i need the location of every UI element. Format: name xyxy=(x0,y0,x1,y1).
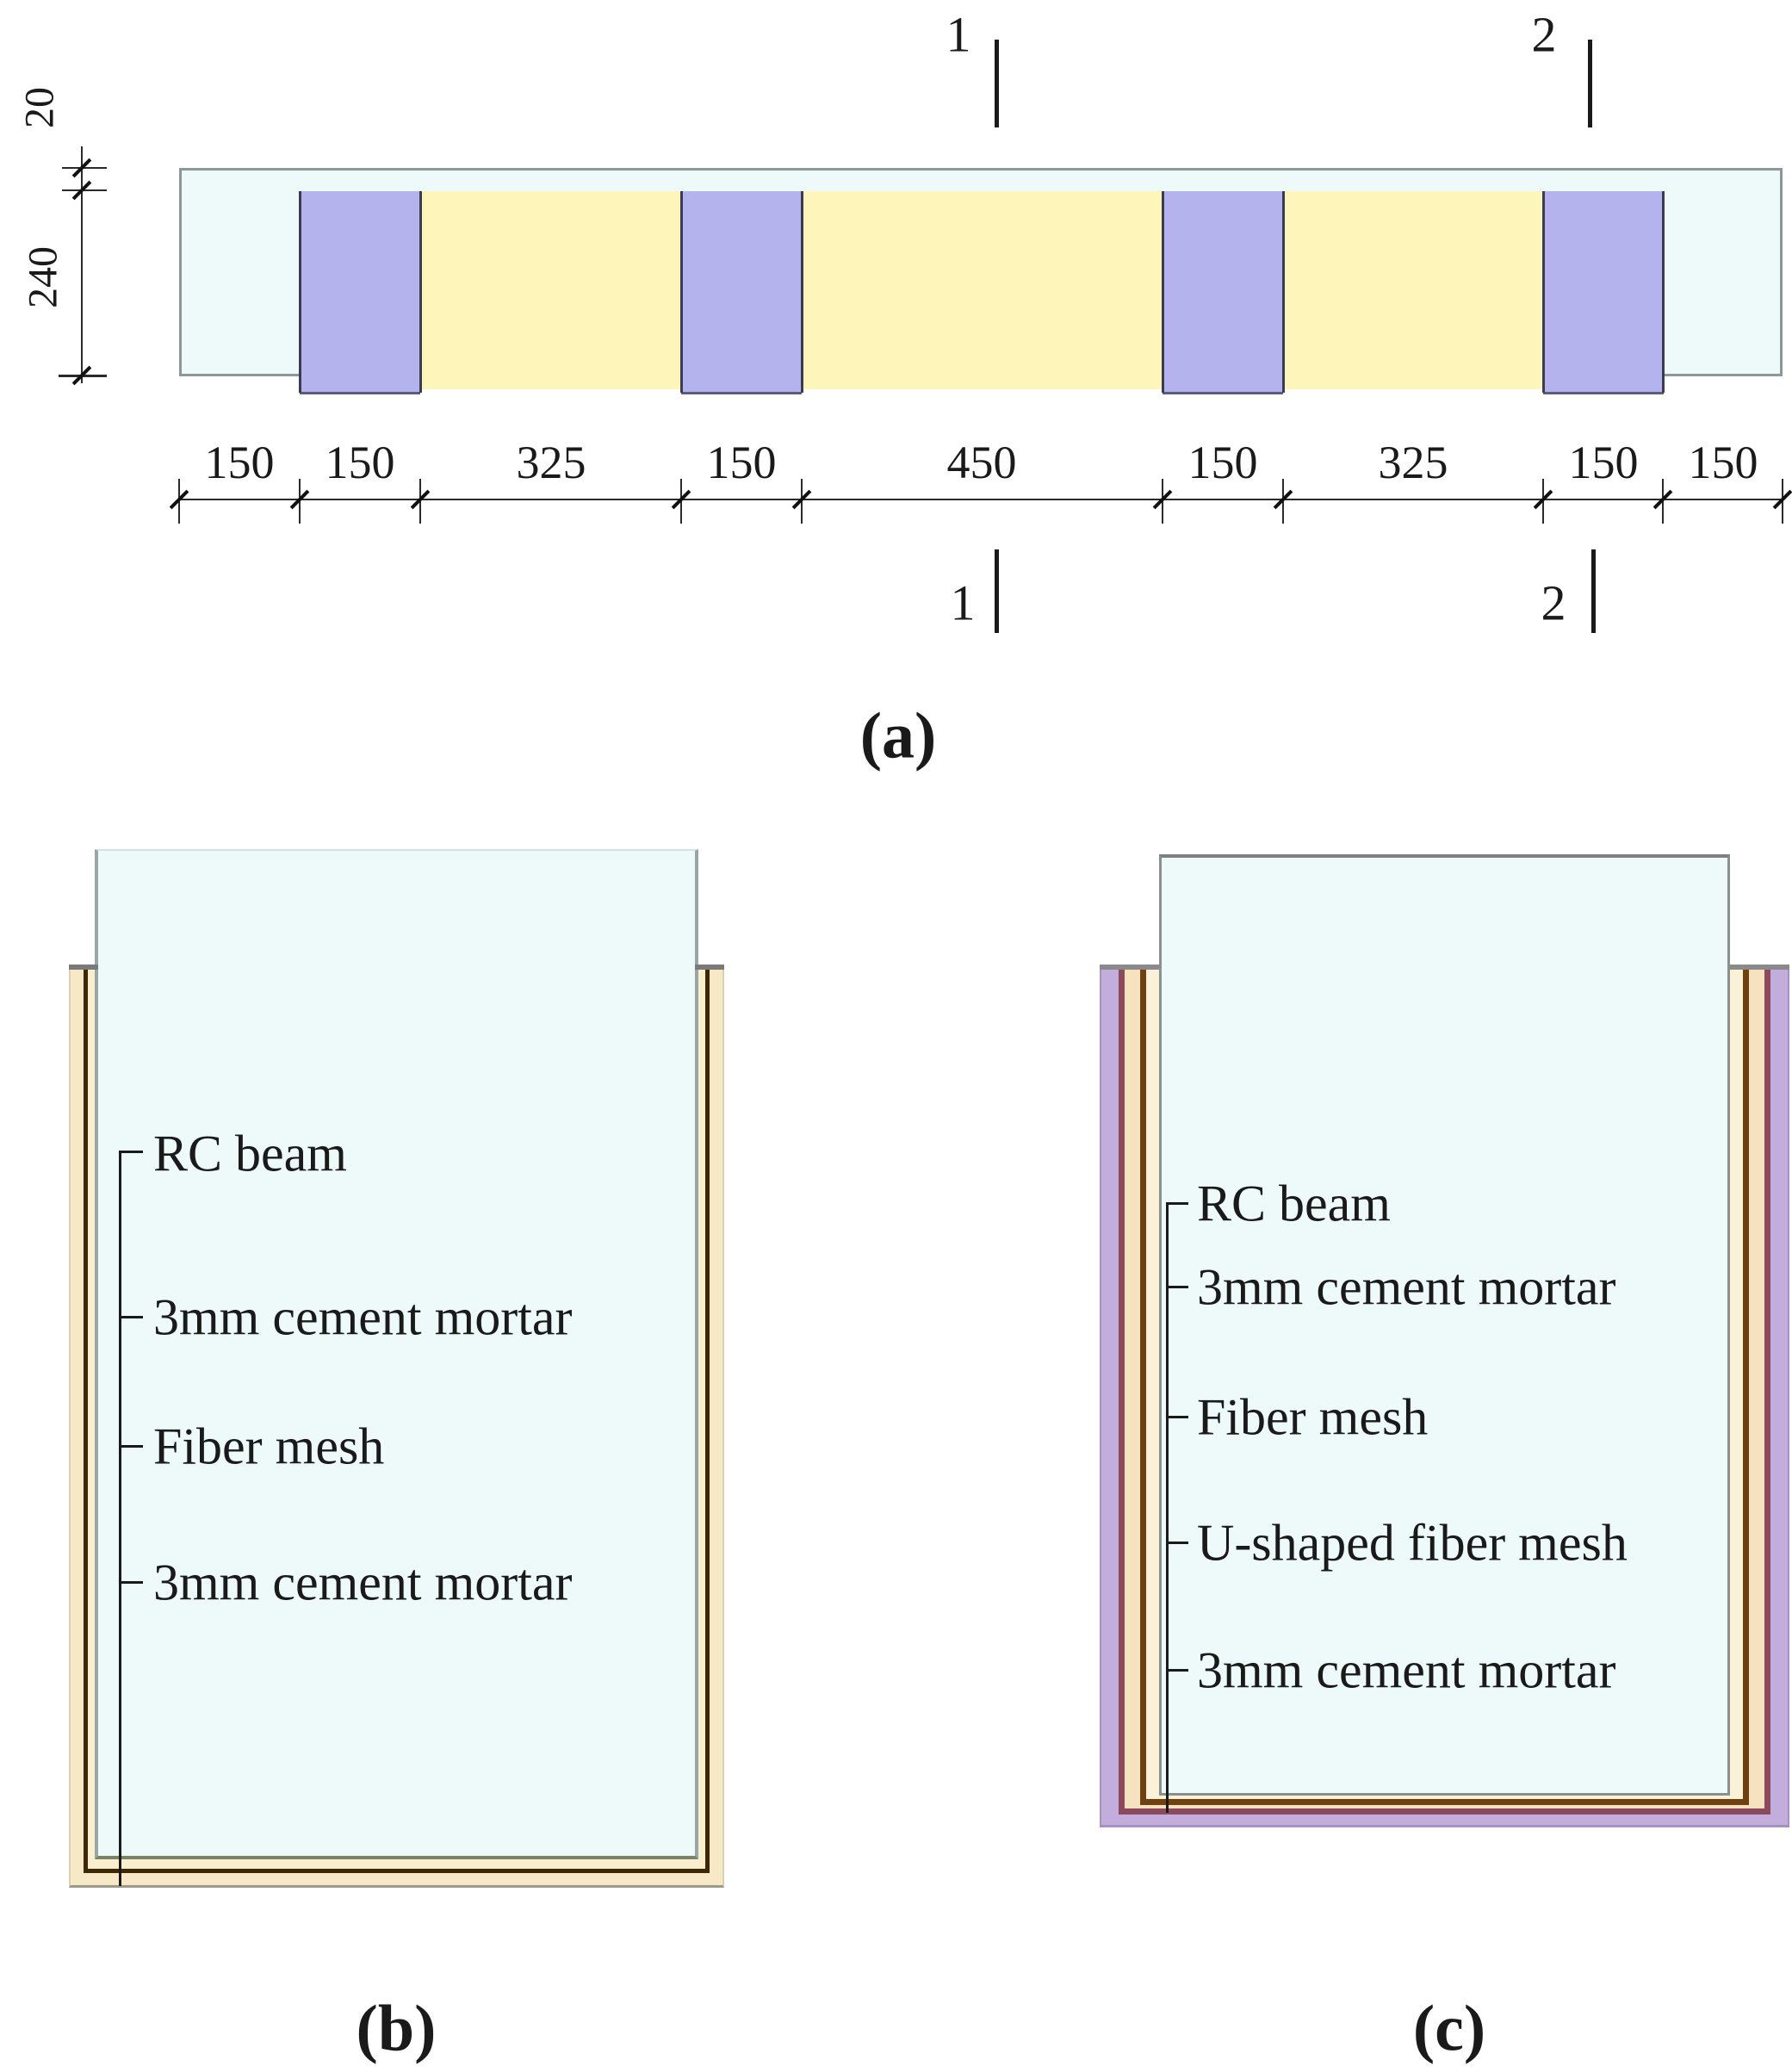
section-c-label-rc-beam: RC beam xyxy=(1197,1175,1391,1232)
dim-seg-label-1: 150 xyxy=(325,437,395,488)
block-divider xyxy=(680,191,683,393)
block-divider xyxy=(299,191,301,393)
section-c-rc-beam-body xyxy=(1159,854,1730,1796)
section-c-leader-tick xyxy=(1166,1669,1188,1672)
section-c-leader-tick xyxy=(1166,1286,1188,1288)
section-b-leader-tick xyxy=(119,1581,143,1584)
section-c-leader-tick xyxy=(1166,1202,1188,1205)
dim-seg-label-2: 325 xyxy=(516,437,586,488)
length-dim-line xyxy=(179,499,1783,500)
block-divider xyxy=(1662,191,1665,393)
panel-c-caption: (c) xyxy=(1412,1992,1486,2065)
section-b-jacket-top-cap-right xyxy=(695,965,724,970)
block-divider xyxy=(801,191,803,393)
dim-seg-label-0: 150 xyxy=(204,437,275,488)
mesh-zone-block-2 xyxy=(802,191,1163,389)
height-dim-line xyxy=(81,146,83,383)
section-b-leader-tick xyxy=(119,1445,143,1448)
height-dim-20-label: 20 xyxy=(16,87,63,128)
section-c-leader-line xyxy=(1166,1204,1169,1813)
height-dim-tick-top xyxy=(62,167,107,169)
block-divider xyxy=(1542,191,1545,393)
section-2-marker-top-label: 2 xyxy=(1531,6,1557,63)
section-c-label-fiber-mesh: Fiber mesh xyxy=(1197,1388,1429,1446)
section-c-jacket-top-cap-left xyxy=(1100,965,1159,970)
panel-b-caption: (b) xyxy=(356,1992,437,2065)
section-c-label-mortar-1: 3mm cement mortar xyxy=(1197,1258,1616,1316)
dim-seg-label-5: 150 xyxy=(1187,437,1258,488)
dim-seg-label-8: 150 xyxy=(1688,437,1758,488)
section-b-label-mortar-1: 3mm cement mortar xyxy=(153,1288,573,1346)
section-2-cut-line-bottom xyxy=(1591,549,1596,633)
u-jacket-block-3 xyxy=(1163,191,1283,394)
mesh-zone-block-3 xyxy=(1283,191,1543,389)
section-1-marker-top-label: 1 xyxy=(946,6,971,63)
section-c-leader-tick xyxy=(1166,1542,1188,1544)
mesh-zone-block-1 xyxy=(420,191,681,389)
section-b-leader-line xyxy=(119,1152,121,1886)
section-2-marker-bottom-label: 2 xyxy=(1541,574,1566,631)
section-1-cut-line-bottom xyxy=(995,549,999,633)
dim-seg-label-4: 450 xyxy=(946,437,1017,488)
u-jacket-block-4 xyxy=(1543,191,1664,394)
dim-seg-label-7: 150 xyxy=(1568,437,1639,488)
section-c-label-u-shaped-mesh: U-shaped fiber mesh xyxy=(1197,1514,1628,1572)
height-dim-240-label: 240 xyxy=(20,246,66,308)
block-divider xyxy=(1282,191,1285,393)
section-c-label-mortar-2: 3mm cement mortar xyxy=(1197,1641,1616,1699)
section-1-marker-bottom-label: 1 xyxy=(950,574,976,631)
u-jacket-block-2 xyxy=(681,191,802,394)
section-2-cut-line-top xyxy=(1588,40,1592,127)
block-divider xyxy=(419,191,422,393)
section-b-leader-tick xyxy=(119,1151,143,1153)
block-divider xyxy=(1162,191,1164,393)
section-1-cut-line-top xyxy=(995,40,999,127)
section-c-leader-tick xyxy=(1166,1416,1188,1418)
section-b-rc-beam-body xyxy=(95,849,698,1859)
section-b-label-fiber-mesh: Fiber mesh xyxy=(153,1418,385,1475)
dim-seg-label-6: 325 xyxy=(1378,437,1448,488)
section-b-label-mortar-2: 3mm cement mortar xyxy=(153,1554,573,1611)
dim-seg-label-3: 150 xyxy=(706,437,777,488)
section-b-leader-tick xyxy=(119,1316,143,1318)
u-jacket-block-1 xyxy=(300,191,420,394)
panel-a-caption: (a) xyxy=(859,699,937,772)
section-b-label-rc-beam: RC beam xyxy=(153,1125,347,1182)
section-b-jacket-top-cap-left xyxy=(69,965,98,970)
height-dim-tick-mid xyxy=(62,189,107,191)
section-c-jacket-top-cap-right xyxy=(1730,965,1789,970)
